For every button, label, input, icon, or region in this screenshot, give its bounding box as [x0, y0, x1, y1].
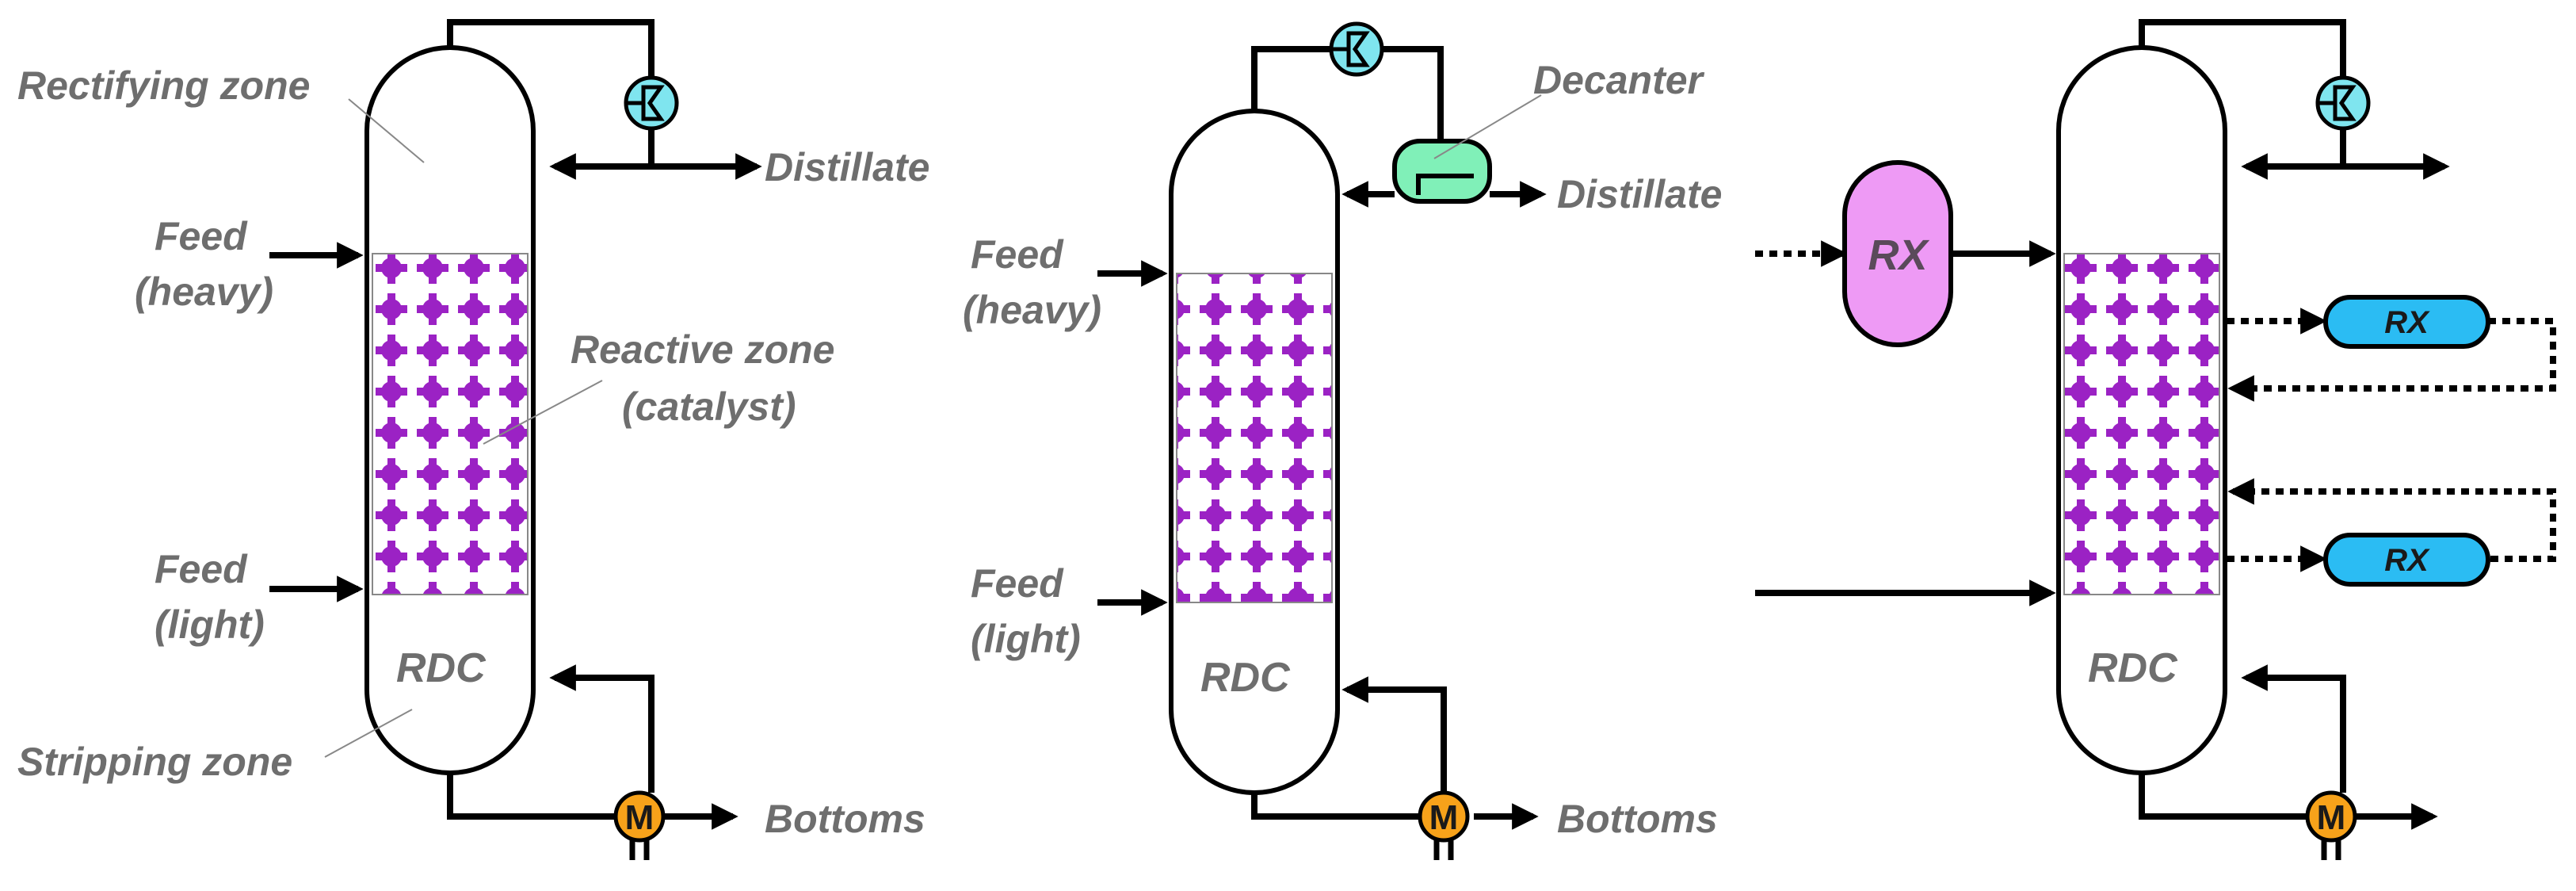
feed-light-sub-label-2: (light)	[971, 617, 1081, 661]
reboil-return-arrow-2	[1341, 676, 1447, 793]
leader-rectifying	[348, 98, 425, 163]
reboiler-icon: M	[1418, 790, 1470, 843]
stripping-zone-label: Stripping zone	[17, 740, 292, 784]
reboiler-icon: M	[613, 790, 666, 843]
panel-3: RX RX RX M RDC	[1755, 19, 2556, 860]
side-return-arrow-2	[2227, 478, 2556, 562]
leader-reactive	[483, 380, 603, 445]
condenser-icon	[624, 75, 679, 131]
pre-reactor-label: RX	[1868, 231, 1929, 279]
bottoms-line	[447, 761, 634, 820]
side-return-arrow-1	[2227, 318, 2556, 402]
rdc-label-3: RDC	[2088, 645, 2178, 691]
catalyst-zone-3	[2063, 253, 2220, 595]
panel-2: M Decanter Distillate Feed (heavy) Feed …	[963, 21, 1722, 860]
panel-1: M Rectifying zone Feed (heavy) Reactive …	[17, 19, 929, 860]
feed-heavy-sub-label: (heavy)	[135, 270, 273, 314]
catalyst-zone-2	[1176, 273, 1333, 603]
reboil-return-arrow	[549, 664, 654, 793]
feed-light-label-2: Feed	[971, 561, 1064, 606]
reboiler-icon: M	[2305, 790, 2357, 843]
bottoms-label: Bottoms	[765, 797, 925, 841]
overhead-line-2	[1251, 46, 1331, 111]
bottoms-label-2: Bottoms	[1557, 797, 1718, 841]
leader-decanter	[1433, 94, 1542, 159]
rectifying-zone-label: Rectifying zone	[17, 63, 310, 108]
reactive-zone-sub-label: (catalyst)	[622, 384, 796, 429]
reactive-zone-label: Reactive zone	[571, 327, 834, 372]
feed-heavy-sub-label-2: (heavy)	[963, 288, 1101, 332]
rdc-label-2: RDC	[1200, 655, 1291, 701]
catalyst-zone	[372, 253, 529, 595]
feed-light-sub-label: (light)	[155, 602, 265, 647]
rdc-label: RDC	[396, 645, 487, 691]
side-reactor-2-label: RX	[2384, 543, 2430, 578]
condenser-icon	[1329, 21, 1384, 77]
leader-stripping	[324, 709, 413, 758]
feed-heavy-label-2: Feed	[971, 232, 1064, 277]
svg-text:M: M	[2317, 798, 2346, 837]
reboil-return-arrow-3	[2241, 664, 2346, 793]
decanter-icon	[1392, 139, 1492, 204]
svg-text:M: M	[1429, 798, 1459, 837]
feed-heavy-label: Feed	[155, 214, 248, 258]
distillate-label: Distillate	[765, 145, 929, 189]
feed-light-label: Feed	[155, 547, 248, 591]
side-reactor-1-label: RX	[2384, 305, 2430, 340]
svg-text:M: M	[625, 798, 654, 837]
bottoms-line-3	[2139, 761, 2326, 820]
distillate-label-2: Distillate	[1557, 172, 1722, 216]
decanter-label: Decanter	[1533, 58, 1705, 102]
condenser-icon	[2315, 75, 2371, 131]
